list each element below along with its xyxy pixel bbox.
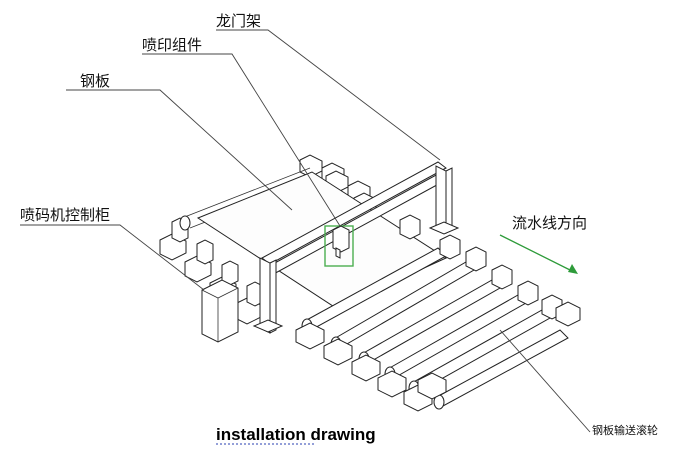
- roller-stand: [184, 239, 214, 283]
- print-head-highlight: [324, 225, 354, 267]
- controller-cabinet: [201, 279, 239, 343]
- roller: [323, 246, 487, 366]
- label-steel-plate: 钢板: [80, 72, 110, 90]
- label-conveyor-rollers: 钢板输送滚轮: [592, 423, 658, 437]
- roller: [295, 234, 461, 350]
- roller: [351, 264, 513, 382]
- roller: [377, 280, 539, 398]
- label-controller-cabinet: 喷码机控制柜: [20, 206, 110, 224]
- leader-lines: [20, 29, 591, 433]
- flow-direction-arrow: [499, 234, 578, 274]
- gantry-frame: [252, 161, 460, 334]
- roller: [417, 301, 581, 410]
- label-flow-direction: 流水线方向: [512, 214, 587, 232]
- caption: installation drawing: [216, 425, 376, 444]
- label-gantry: 龙门架: [216, 12, 261, 30]
- roller-stand: [159, 217, 189, 261]
- downstream-rollers: [295, 234, 581, 412]
- roller-stand: [234, 281, 264, 325]
- print-head-assembly: [324, 225, 354, 267]
- label-print-assembly: 喷印组件: [142, 36, 202, 54]
